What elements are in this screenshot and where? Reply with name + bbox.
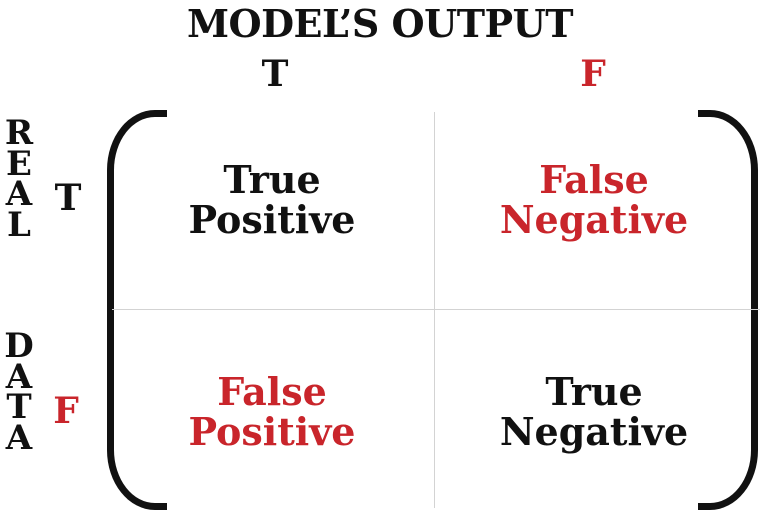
cell-line: Positive	[188, 197, 356, 242]
cell-line: Positive	[188, 409, 356, 454]
cell-line: True	[223, 157, 321, 202]
cell-line: False	[539, 157, 649, 202]
axis-letter: D	[4, 326, 34, 366]
axis-letter: A	[5, 174, 33, 214]
row-label-false: F	[53, 390, 79, 432]
cell-line: False	[217, 369, 327, 414]
column-label-true: T	[261, 53, 289, 95]
axis-letter: R	[4, 113, 34, 153]
cell-false-positive: False Positive	[122, 372, 422, 452]
row-axis-title-real: R E A L	[2, 113, 36, 245]
axis-letter: A	[5, 417, 33, 458]
cell-line: True	[545, 369, 643, 414]
column-label-false: F	[580, 53, 606, 95]
axis-letter: L	[7, 204, 31, 245]
cell-false-negative: False Negative	[444, 160, 744, 240]
cell-line: Negative	[499, 409, 689, 454]
cell-line: Negative	[499, 197, 689, 242]
axis-letter: T	[6, 387, 32, 427]
cell-true-negative: True Negative	[444, 372, 744, 452]
cell-true-positive: True Positive	[122, 160, 422, 240]
axis-letter: A	[5, 356, 33, 397]
row-axis-title-data: D A T A	[2, 326, 36, 458]
row-label-true: T	[54, 177, 82, 219]
axis-letter: E	[6, 143, 32, 184]
vertical-divider	[434, 112, 435, 508]
column-axis-title: MODEL’S OUTPUT	[186, 1, 574, 46]
horizontal-divider	[112, 309, 760, 310]
